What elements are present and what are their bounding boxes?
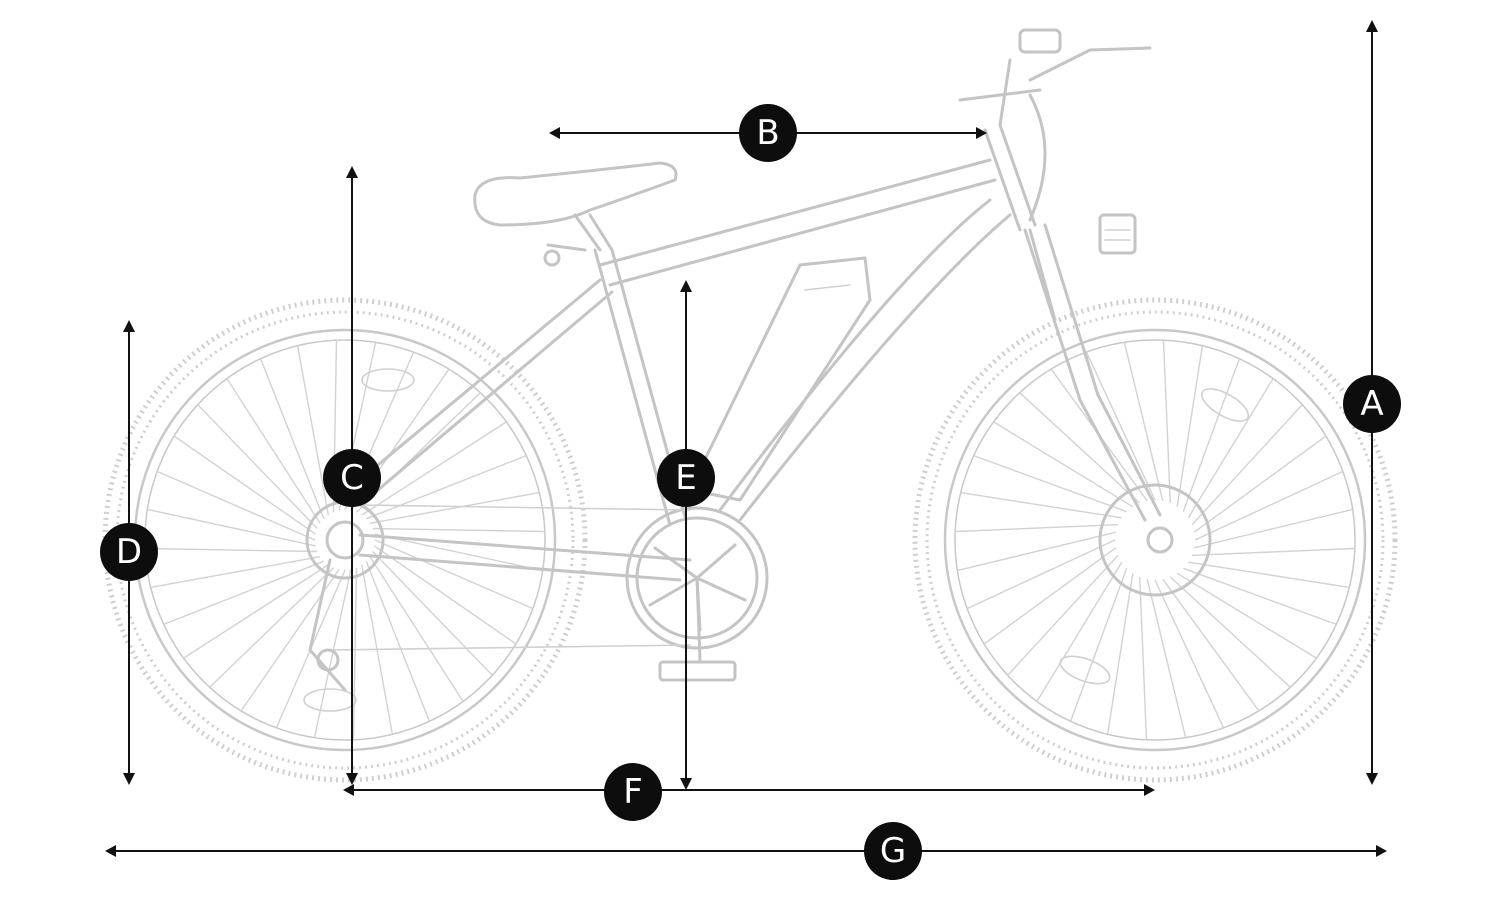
wheel-spoke bbox=[147, 508, 316, 547]
wheel-spoke bbox=[374, 539, 534, 610]
wheel-spoke bbox=[361, 421, 507, 516]
badge-a-label: A bbox=[1360, 384, 1383, 424]
wheel-spoke bbox=[156, 470, 316, 541]
badge-c: C bbox=[323, 449, 381, 507]
wheel-spoke bbox=[1162, 340, 1171, 504]
wheel-spoke bbox=[960, 491, 1122, 519]
arrowhead-e-bottom bbox=[680, 778, 692, 790]
wheel-spoke bbox=[1019, 392, 1141, 504]
wheel-spoke bbox=[1106, 573, 1134, 735]
wheel-spoke bbox=[1191, 404, 1303, 526]
dimension-badges: A B C D E F G bbox=[100, 104, 1401, 880]
badge-f: F bbox=[604, 763, 662, 821]
arrowhead-e-top bbox=[680, 280, 692, 292]
wheel-spoke bbox=[197, 404, 318, 529]
bicycle-illustration bbox=[102, 28, 1398, 783]
arrowhead-d-bottom bbox=[123, 773, 135, 785]
wheel-spoke bbox=[372, 551, 493, 676]
wheel-spoke bbox=[352, 567, 358, 740]
badge-c-label: C bbox=[340, 458, 364, 498]
crankset bbox=[308, 504, 769, 692]
wheel-spoke bbox=[259, 358, 325, 520]
arrowhead-a-top bbox=[1366, 20, 1378, 32]
arrowhead-b-right bbox=[976, 127, 987, 139]
wheel-spoke bbox=[1069, 568, 1128, 722]
wheel-spoke bbox=[1036, 561, 1123, 702]
wheel-spoke bbox=[372, 527, 545, 533]
wheel-spoke bbox=[374, 545, 517, 645]
badge-b: B bbox=[739, 104, 797, 162]
wheel-spoke bbox=[369, 556, 464, 702]
wheel-spoke bbox=[1176, 345, 1204, 507]
wheel-spoke bbox=[1194, 470, 1344, 541]
fork-and-handlebar bbox=[958, 28, 1162, 522]
wheel-spoke bbox=[1183, 567, 1337, 626]
badge-g-label: G bbox=[880, 831, 906, 871]
wheel-spoke bbox=[150, 556, 321, 589]
wheel-spoke bbox=[1191, 547, 1355, 556]
front-wheel bbox=[912, 297, 1398, 783]
wheel-spoke bbox=[1007, 554, 1119, 676]
wheel-spoke bbox=[1146, 579, 1187, 738]
saddle bbox=[473, 161, 678, 267]
badge-d-label: D bbox=[116, 532, 142, 572]
arrowhead-a-bottom bbox=[1366, 773, 1378, 785]
wheel-spoke bbox=[1139, 576, 1148, 740]
arrowhead-g-left bbox=[105, 845, 116, 857]
arrowhead-c-bottom bbox=[346, 773, 358, 785]
wheel-spoke bbox=[145, 547, 318, 553]
wheel-spoke bbox=[1123, 342, 1164, 501]
wheel-spoke bbox=[226, 378, 321, 524]
wheel-spoke bbox=[957, 531, 1116, 572]
wheel-spoke bbox=[1162, 578, 1260, 712]
wheel-spoke bbox=[955, 524, 1119, 533]
wheel-spoke bbox=[365, 560, 431, 722]
badge-d: D bbox=[100, 523, 158, 581]
wheel-spoke bbox=[183, 564, 329, 659]
badge-f-label: F bbox=[623, 772, 643, 812]
wheel-spoke bbox=[1154, 579, 1225, 729]
arrowhead-b-left bbox=[549, 127, 560, 139]
badge-g: G bbox=[864, 822, 922, 880]
badge-e: E bbox=[657, 449, 715, 507]
badge-b-label: B bbox=[756, 113, 779, 153]
arrowhead-d-top bbox=[123, 320, 135, 332]
arrowhead-f-left bbox=[343, 784, 354, 796]
wheel-spoke bbox=[1193, 435, 1327, 533]
arrowhead-f-right bbox=[1144, 784, 1155, 796]
badge-a: A bbox=[1343, 375, 1401, 433]
wheel-spoke bbox=[983, 547, 1117, 645]
wheel-spoke bbox=[1182, 358, 1241, 512]
wheel-spoke bbox=[173, 435, 316, 535]
wheel-spoke bbox=[365, 454, 527, 520]
wheel-spoke bbox=[1188, 561, 1350, 589]
wheel-spoke bbox=[1085, 351, 1156, 501]
rear-wheel bbox=[102, 297, 588, 783]
arrowhead-g-right bbox=[1376, 845, 1387, 857]
wheel-spoke bbox=[1169, 576, 1291, 688]
wheel-spoke bbox=[1176, 572, 1317, 659]
wheel-spoke bbox=[296, 345, 329, 516]
bike-frame bbox=[358, 123, 1037, 582]
wheel-spoke bbox=[966, 539, 1116, 610]
wheel-spoke bbox=[993, 421, 1134, 508]
wheel-spoke bbox=[369, 491, 540, 524]
wheel-spoke bbox=[163, 560, 325, 626]
dimension-lines bbox=[105, 20, 1387, 857]
badge-e-label: E bbox=[675, 458, 696, 498]
arrowhead-c-top bbox=[346, 166, 358, 178]
wheel-spoke bbox=[1187, 378, 1274, 519]
wheel-spoke bbox=[973, 454, 1127, 513]
wheel-spoke bbox=[209, 567, 334, 688]
wheel-spoke bbox=[374, 533, 543, 572]
wheel-spoke bbox=[1194, 508, 1353, 549]
